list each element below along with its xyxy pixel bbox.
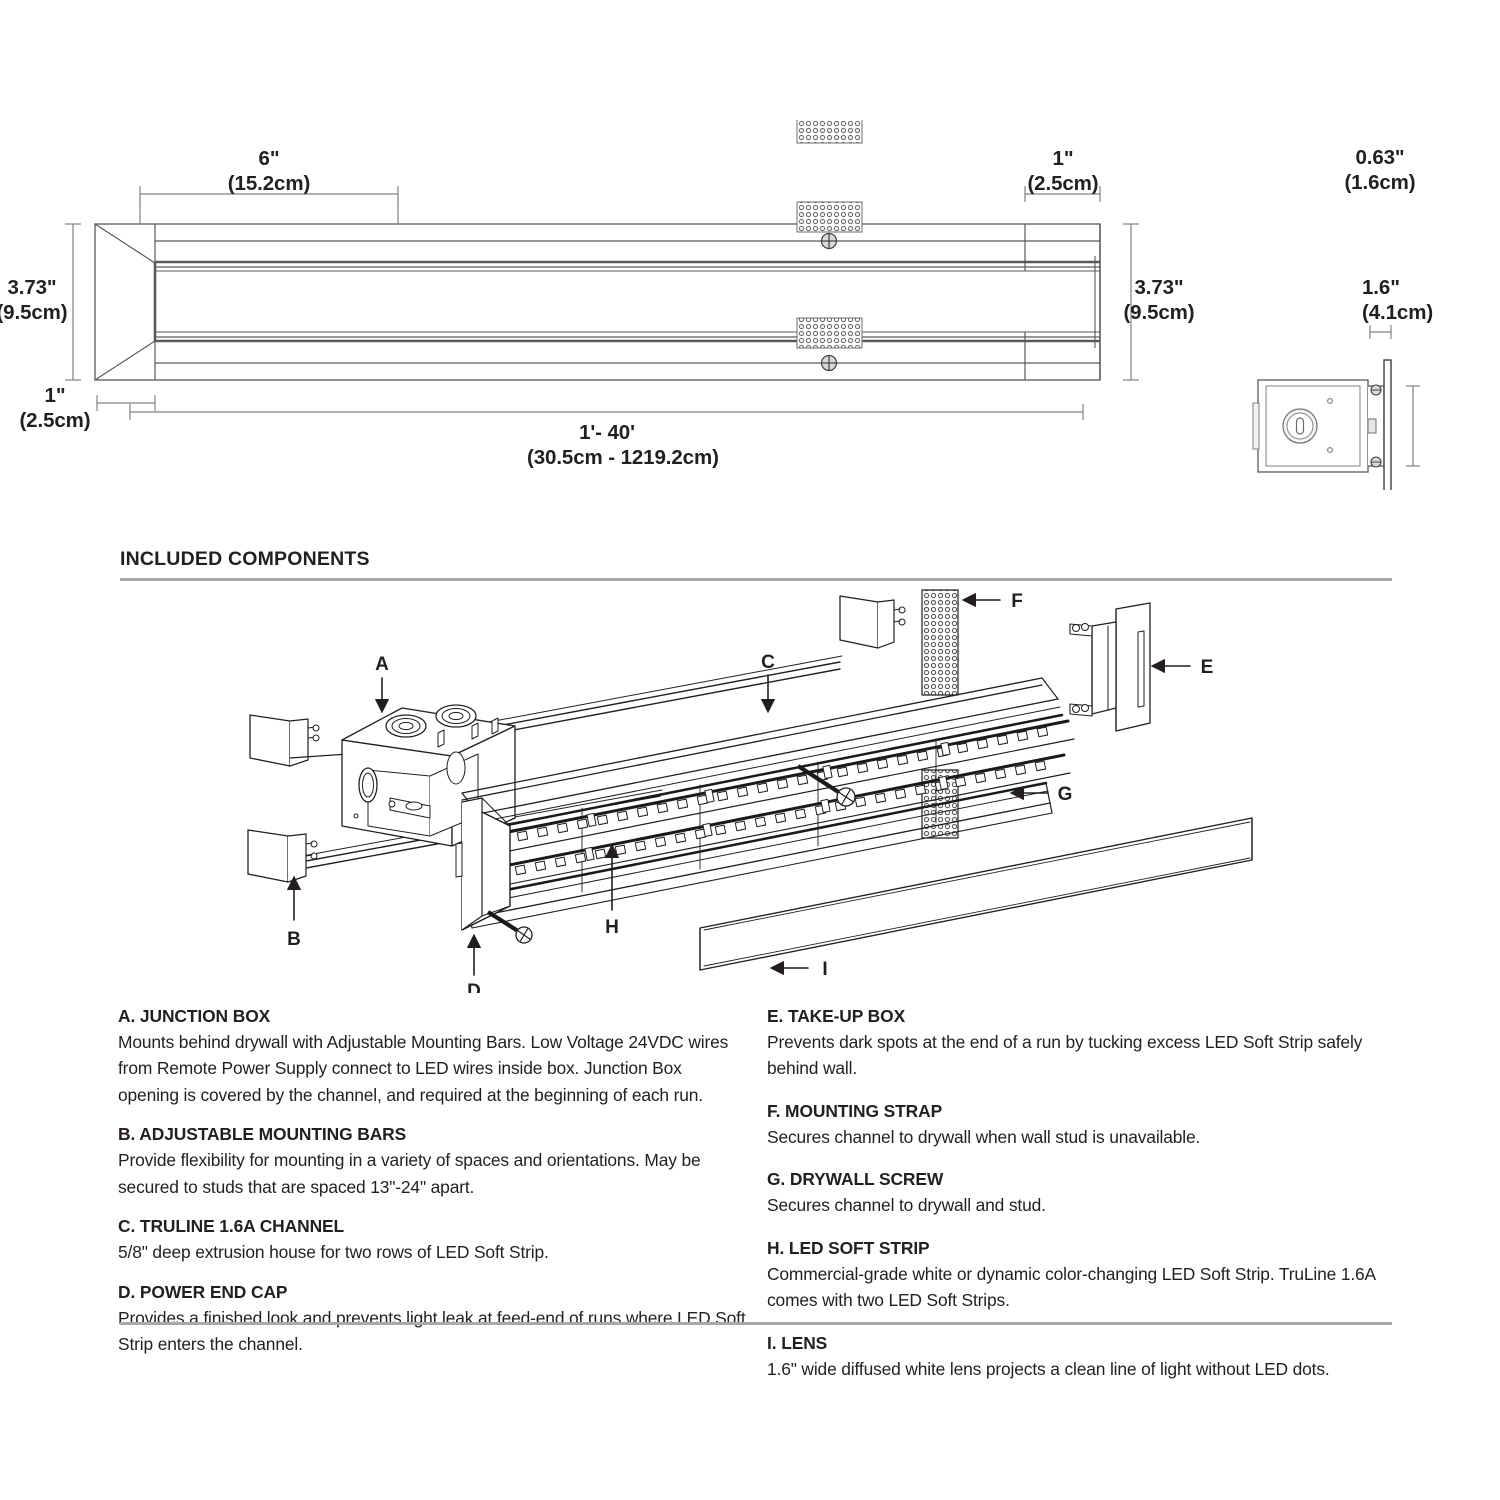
- component-title-g: G. DRYWALL SCREW: [767, 1169, 944, 1190]
- dimension-label-section-depth: 0.63" (1.6cm): [1344, 146, 1416, 194]
- callout-label-e: E: [1201, 657, 1214, 678]
- exploded-assembly-svg: A B C D E F G H I: [247, 589, 1253, 1002]
- component-desc-f: Secures channel to drywall when wall stu…: [767, 1126, 1201, 1147]
- component-item-f: F. MOUNTING STRAP Secures channel to dry…: [767, 1101, 1396, 1150]
- component-desc-i: 1.6" wide diffused white lens projects a…: [767, 1358, 1330, 1379]
- channel-end-section-view: [1252, 325, 1420, 493]
- components-column-right: E. TAKE-UP BOX Prevents dark spots at th…: [767, 1006, 1396, 1401]
- component-desc-g: Secures channel to drywall and stud.: [767, 1195, 1046, 1216]
- component-item-c: C. TRULINE 1.6A CHANNEL 5/8" deep extrus…: [118, 1216, 747, 1265]
- callout-label-c: C: [761, 652, 775, 673]
- callout-label-i: I: [822, 959, 827, 980]
- components-column-left: A. JUNCTION BOX Mounts behind drywall wi…: [118, 1006, 747, 1401]
- dimension-drawing-svg: [65, 112, 1420, 493]
- component-title-e: E. TAKE-UP BOX: [767, 1006, 906, 1026]
- callout-label-a: A: [375, 654, 389, 675]
- bottom-divider: [120, 1322, 1392, 1325]
- take-up-box-e: [1069, 602, 1151, 732]
- dimension-label-width-6in: 6" (15.2cm): [227, 147, 311, 195]
- callout-label-f: F: [1011, 591, 1023, 612]
- callout-label-h: H: [605, 917, 619, 938]
- component-title-b: B. ADJUSTABLE MOUNTING BARS: [118, 1124, 407, 1145]
- led-soft-strip-h: [482, 719, 1075, 889]
- section-title: INCLUDED COMPONENTS: [120, 548, 370, 570]
- dimension-label-end-right-1in: 1" (2.5cm): [1027, 147, 1099, 195]
- dimension-label-overall-length: 1'- 40' (30.5cm - 1219.2cm): [527, 421, 719, 469]
- component-title-f: F. MOUNTING STRAP: [767, 1100, 943, 1121]
- dimension-label-end-left-1in: 1" (2.5cm): [19, 384, 91, 432]
- component-item-e: E. TAKE-UP BOX Prevents dark spots at th…: [767, 1006, 1396, 1082]
- adjustable-mounting-bar-upper: [249, 595, 906, 767]
- drywall-screw-g: [486, 764, 856, 944]
- component-title-d: D. POWER END CAP: [118, 1281, 288, 1302]
- component-item-a: A. JUNCTION BOX Mounts behind drywall wi…: [118, 1006, 747, 1108]
- dimension-drawing: 6" (15.2cm) 3.73" (9.5cm) 3.73" (9.5cm) …: [0, 112, 1500, 493]
- component-desc-h: Commercial-grade white or dynamic color-…: [767, 1263, 1376, 1311]
- component-title-i: I. LENS: [767, 1332, 828, 1353]
- callout-label-d: D: [467, 981, 481, 993]
- screw-head-icon: [820, 232, 838, 372]
- component-item-b: B. ADJUSTABLE MOUNTING BARS Provide flex…: [118, 1124, 747, 1200]
- channel-front-view: [94, 223, 1101, 381]
- dimension-lines: [65, 186, 1139, 420]
- component-desc-e: Prevents dark spots at the end of a run …: [767, 1032, 1363, 1079]
- mounting-strap-hatch-top: [796, 201, 863, 233]
- dimension-label-height-left: 3.73" (9.5cm): [0, 276, 68, 324]
- callout-label-b: B: [287, 929, 301, 950]
- component-item-h: H. LED SOFT STRIP Commercial-grade white…: [767, 1238, 1396, 1314]
- component-desc-b: Provide flexibility for mounting in a va…: [118, 1150, 701, 1197]
- component-desc-a: Mounts behind drywall with Adjustable Mo…: [118, 1032, 729, 1105]
- dimension-label-height-right: 3.73" (9.5cm): [1123, 276, 1195, 324]
- component-descriptions: A. JUNCTION BOX Mounts behind drywall wi…: [118, 1006, 1396, 1401]
- component-desc-d: Provides a finished look and prevents li…: [118, 1307, 746, 1355]
- callout-label-g: G: [1058, 784, 1073, 805]
- component-title-c: C. TRULINE 1.6A CHANNEL: [118, 1216, 345, 1237]
- section-header: INCLUDED COMPONENTS: [120, 548, 1392, 581]
- component-desc-c: 5/8" deep extrusion house for two rows o…: [118, 1242, 549, 1263]
- dimension-label-section-height: 1.6" (4.1cm): [1362, 276, 1434, 324]
- callout-arrows: [286, 592, 1191, 976]
- power-end-cap-d: [455, 797, 511, 931]
- component-item-i: I. LENS 1.6" wide diffused white lens pr…: [767, 1333, 1396, 1382]
- section-divider: [120, 578, 1392, 581]
- lens-i: [699, 817, 1253, 971]
- component-title-a: A. JUNCTION BOX: [118, 1006, 271, 1026]
- component-title-h: H. LED SOFT STRIP: [767, 1237, 930, 1258]
- component-item-g: G. DRYWALL SCREW Secures channel to dryw…: [767, 1169, 1396, 1218]
- component-item-d: D. POWER END CAP Provides a finished loo…: [118, 1282, 747, 1358]
- exploded-assembly-diagram: A B C D E F G H I: [230, 578, 1420, 1002]
